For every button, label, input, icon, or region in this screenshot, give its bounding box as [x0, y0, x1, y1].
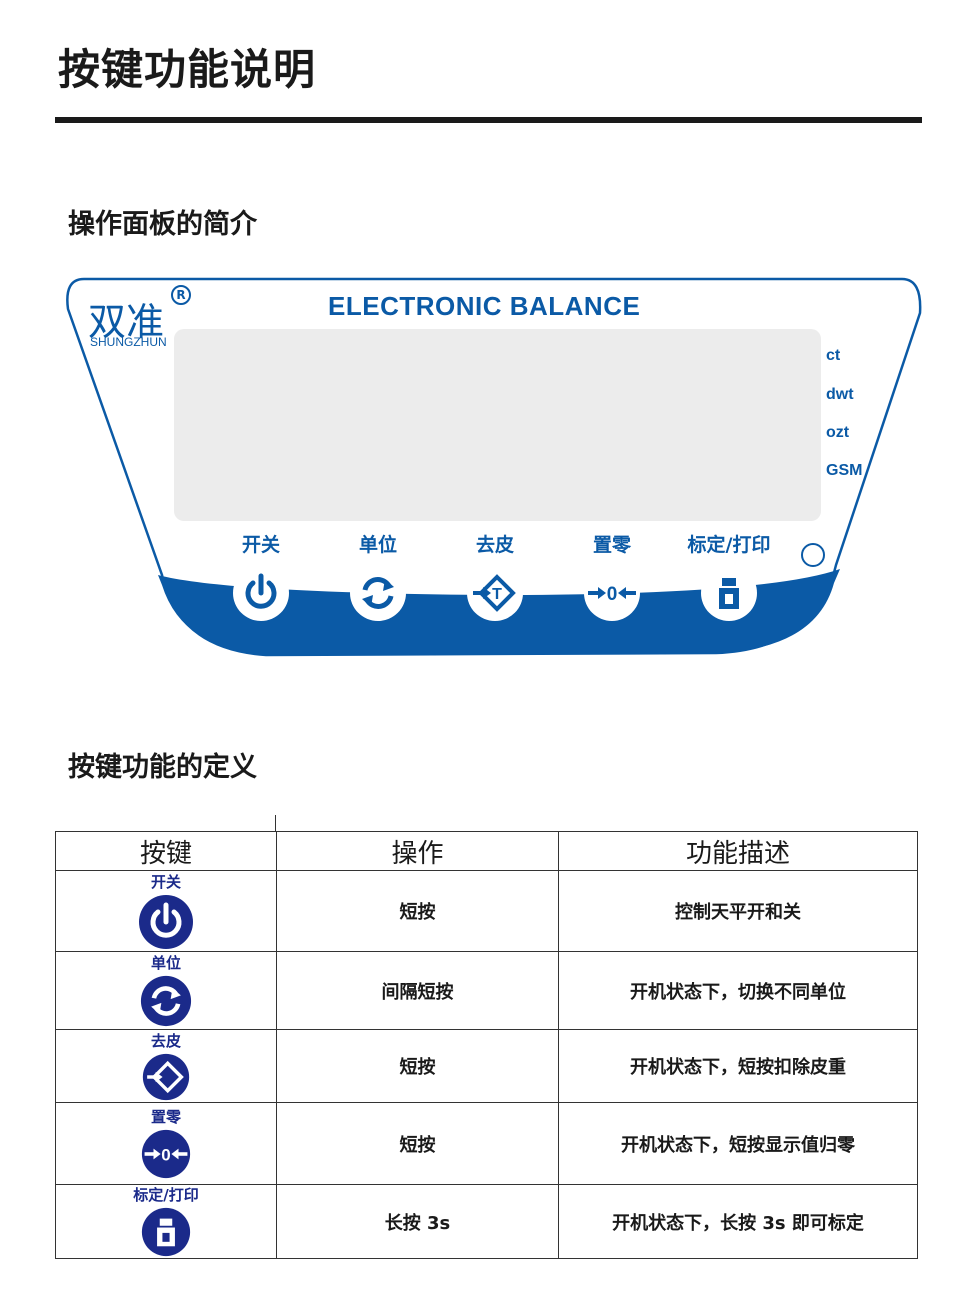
operation-cell: 间隔短按 — [276, 951, 559, 1030]
table-row: 去皮 短按 开机状态下，短按扣除皮重 — [55, 1029, 918, 1103]
tare-icon: T — [473, 574, 516, 612]
key-name: 单位 — [150, 954, 181, 972]
description-cell: 控制天平开和关 — [558, 870, 918, 952]
table-row: 开关 短按 控制天平开和关 — [55, 870, 918, 952]
table-row: 单位 间隔短按 开机状态下，切换不同单位 — [55, 951, 918, 1030]
operation-cell: 短按 — [276, 870, 559, 952]
key-cell: 置零 0 — [55, 1102, 277, 1185]
lcd-display — [174, 329, 821, 521]
key-name: 置零 — [150, 1108, 181, 1126]
power-button[interactable] — [233, 565, 289, 621]
operation-cell: 短按 — [276, 1102, 559, 1185]
key-cell: 开关 — [55, 870, 277, 952]
key-label-tare: 去皮 — [475, 534, 515, 556]
brand-logo-en: SHUNGZHUN — [90, 335, 167, 349]
indicator-light — [801, 543, 825, 567]
key-label-zero: 置零 — [592, 534, 632, 556]
unit-button[interactable] — [350, 565, 406, 621]
operation-cell: 短按 — [276, 1029, 559, 1103]
registered-mark: R — [171, 285, 191, 305]
description-cell: 开机状态下，短按显示值归零 — [558, 1102, 918, 1185]
key-name: 去皮 — [150, 1031, 181, 1050]
section-title-key-functions: 按键功能的定义 — [68, 752, 257, 783]
power-icon — [139, 894, 193, 949]
power-icon — [245, 573, 277, 609]
print-icon — [719, 578, 739, 609]
key-label-unit: 单位 — [358, 534, 398, 556]
panel-title: ELECTRONIC BALANCE — [328, 291, 641, 321]
tare-icon — [142, 1053, 190, 1100]
svg-text:T: T — [492, 586, 502, 603]
key-name: 标定/打印 — [133, 1186, 199, 1204]
unit-gsm: GSM — [826, 462, 863, 479]
unit-ct: ct — [826, 347, 841, 364]
operation-panel: 双准 R SHUNGZHUN ELECTRONIC BALANCE ct dwt… — [66, 277, 922, 659]
header-operation: 操作 — [276, 831, 559, 871]
header-key: 按键 — [55, 831, 277, 871]
header-description: 功能描述 — [558, 831, 918, 871]
svg-text:0: 0 — [161, 1145, 170, 1164]
zero-button[interactable]: 0 — [584, 565, 640, 621]
print-button[interactable] — [701, 565, 757, 621]
key-function-table: 按键 操作 功能描述 开关 短按 控制天平开和关 单位 — [55, 831, 918, 1259]
unit-ozt: ozt — [826, 424, 850, 441]
svg-text:0: 0 — [607, 584, 618, 605]
description-cell: 开机状态下，长按 3s 即可标定 — [558, 1184, 918, 1259]
zero-icon: 0 — [141, 1129, 191, 1179]
description-cell: 开机状态下，切换不同单位 — [558, 951, 918, 1030]
zero-icon: 0 — [588, 584, 636, 605]
table-row: 标定/打印 长按 3s 开机状态下，长按 3s 即可标定 — [55, 1184, 918, 1259]
title-rule — [55, 117, 922, 123]
key-cell: 单位 — [55, 951, 277, 1030]
table-row: 置零 0 短按 开机状态下，短按显示值归零 — [55, 1102, 918, 1185]
operation-cell: 长按 3s — [276, 1184, 559, 1259]
key-label-power: 开关 — [241, 534, 281, 556]
key-name: 开关 — [150, 872, 181, 891]
key-label-print: 标定/打印 — [687, 534, 771, 556]
cycle-arrows-icon — [140, 975, 192, 1027]
table-tick-mark — [275, 815, 276, 831]
table-header-row: 按键 操作 功能描述 — [55, 831, 918, 871]
cycle-arrows-icon — [362, 577, 394, 609]
page-title: 按键功能说明 — [58, 45, 317, 94]
tare-button[interactable]: T — [467, 565, 523, 621]
description-cell: 开机状态下，短按扣除皮重 — [558, 1029, 918, 1103]
print-icon — [141, 1207, 191, 1257]
key-cell: 去皮 — [55, 1029, 277, 1103]
key-cell: 标定/打印 — [55, 1184, 277, 1259]
section-title-panel-intro: 操作面板的简介 — [68, 209, 257, 240]
brand-logo-cn: 双准 — [88, 300, 165, 344]
unit-dwt: dwt — [826, 386, 854, 403]
